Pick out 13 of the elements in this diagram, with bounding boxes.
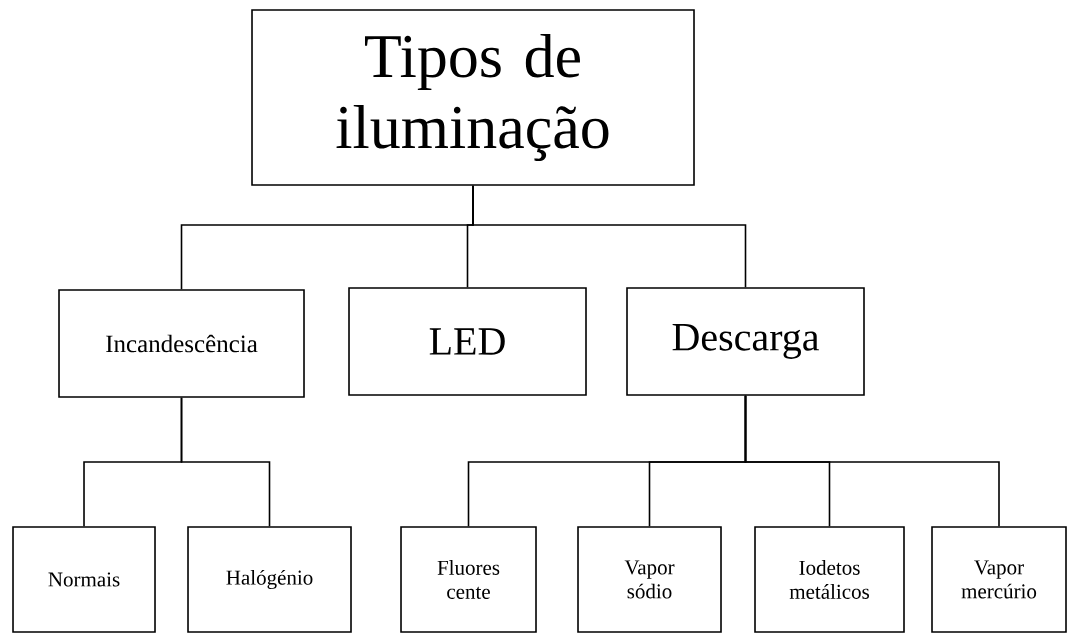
- box: LED: [348, 287, 587, 396]
- connector-line: [472, 185, 747, 288]
- box: Descarga: [626, 287, 865, 396]
- box: Fluores cente: [400, 526, 537, 633]
- connector-line: [744, 395, 1000, 527]
- box: Tipos de iluminação: [251, 9, 695, 186]
- box: Iodetos metálicos: [754, 526, 905, 633]
- box: Incandescência: [58, 289, 305, 398]
- box: Normais: [12, 526, 156, 633]
- connector-line: [180, 397, 271, 527]
- box: Halógénio: [187, 526, 352, 633]
- box: Vapor sódio: [577, 526, 722, 633]
- box: Vapor mercúrio: [931, 526, 1067, 633]
